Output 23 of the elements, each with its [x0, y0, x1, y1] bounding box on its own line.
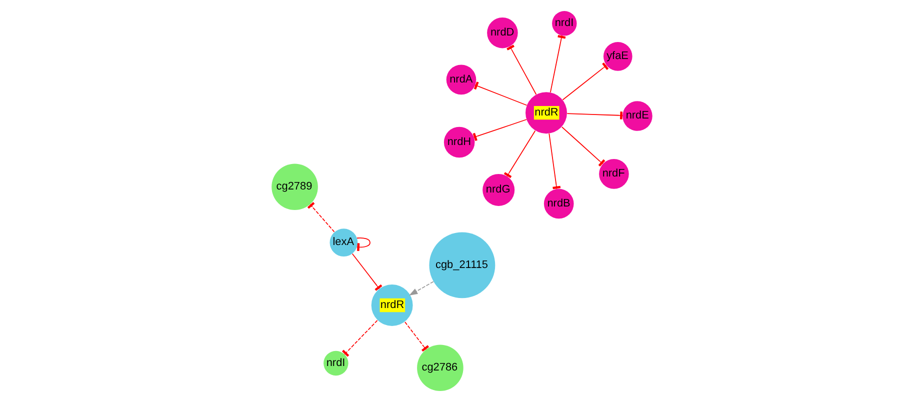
connector	[474, 82, 528, 106]
connector	[472, 119, 527, 141]
node-circle: nrdE	[622, 101, 652, 131]
connector	[307, 202, 335, 232]
node-circle: nrdR	[526, 92, 567, 134]
connector	[566, 112, 624, 120]
connector	[562, 126, 606, 167]
connector	[404, 322, 429, 352]
node-circle: cgb_21115	[429, 232, 496, 298]
arrow	[409, 281, 434, 296]
node-circle: nrdH	[444, 126, 475, 158]
connector	[504, 130, 536, 178]
node-circle: nrdD	[487, 17, 518, 48]
connector	[506, 44, 537, 95]
connector	[550, 35, 566, 93]
connector	[352, 253, 382, 291]
node-circle: nrdA	[446, 64, 476, 95]
connector	[356, 238, 370, 251]
node-circle: nrdI	[552, 11, 577, 36]
node-circle: nrdB	[544, 188, 574, 219]
node-circle: lexA	[330, 228, 358, 257]
connector	[548, 133, 561, 190]
connector	[562, 62, 609, 100]
